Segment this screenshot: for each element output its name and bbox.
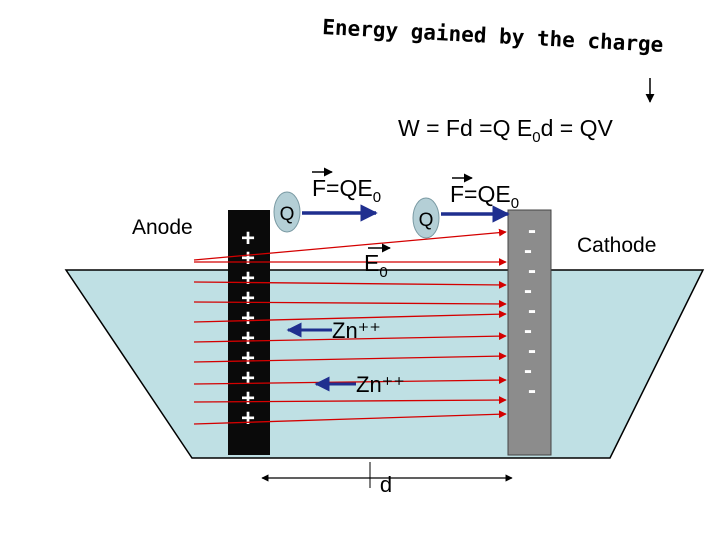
cathode-sign: - xyxy=(528,377,536,404)
field-line-9 xyxy=(193,396,507,404)
anode-sign: + xyxy=(241,245,255,272)
force-right-label: F=QE0 xyxy=(450,181,519,212)
cathode-plate xyxy=(507,209,552,456)
anode-sign: + xyxy=(241,305,255,332)
electrolyte-tank xyxy=(64,269,705,459)
anode-label: Anode xyxy=(132,216,193,239)
charge-right-label: Q xyxy=(419,210,434,231)
field-line-3 xyxy=(193,281,507,289)
cathode-sign: - xyxy=(528,217,536,244)
force-right-main: F=QE xyxy=(450,181,511,207)
anode-sign: + xyxy=(241,285,255,312)
force-right-subscript: 0 xyxy=(511,195,519,212)
cathode-sign: - xyxy=(524,317,532,344)
caption-energy: Energy gained by the charge xyxy=(322,15,664,57)
field-line-10 xyxy=(193,410,507,425)
anode-sign: + xyxy=(241,225,255,252)
field-label-subscript: 0 xyxy=(379,264,387,281)
field-line-4 xyxy=(193,300,507,308)
field-label-main: E xyxy=(364,250,379,276)
anode-sign: + xyxy=(241,345,255,372)
field-line-7 xyxy=(193,352,507,363)
cathode-sign: - xyxy=(528,257,536,284)
distance-label: d xyxy=(380,472,392,497)
cathode-sign: - xyxy=(524,277,532,304)
cathode-label: Cathode xyxy=(577,234,656,257)
formula-prefix: W = Fd =Q E xyxy=(398,115,532,141)
force-left-main: F=QE xyxy=(312,175,373,201)
ion1-label: Zn⁺⁺ xyxy=(332,318,381,343)
field-line-6 xyxy=(193,332,507,343)
anode-sign: + xyxy=(241,405,255,432)
charge-left xyxy=(273,191,301,233)
formula-subscript: 0 xyxy=(532,129,540,146)
field-line-1 xyxy=(193,228,507,261)
anode-sign: + xyxy=(241,265,255,292)
field-label: E0 xyxy=(364,250,388,281)
work-formula: W = Fd =Q E0d = QV xyxy=(398,115,613,146)
anode-sign: + xyxy=(241,325,255,352)
field-line-8 xyxy=(193,376,507,385)
cathode-sign: - xyxy=(524,357,532,384)
cathode-sign: - xyxy=(524,237,532,264)
force-left-subscript: 0 xyxy=(373,189,381,206)
anode-sign: + xyxy=(241,385,255,412)
charge-right xyxy=(412,197,440,239)
cathode-sign: - xyxy=(528,337,536,364)
anode-plate xyxy=(228,210,270,455)
cathode-sign: - xyxy=(528,297,536,324)
charge-left-label: Q xyxy=(280,204,295,225)
field-line-group xyxy=(193,228,507,425)
formula-suffix: d = QV xyxy=(541,115,614,141)
cathode-sign-group: --------- xyxy=(524,217,536,404)
force-left-label: F=QE0 xyxy=(312,175,381,206)
anode-sign-group: ++++++++++ xyxy=(241,225,255,432)
ion2-label: Zn⁺⁺ xyxy=(356,372,405,397)
anode-sign: + xyxy=(241,365,255,392)
field-line-5 xyxy=(193,310,507,323)
